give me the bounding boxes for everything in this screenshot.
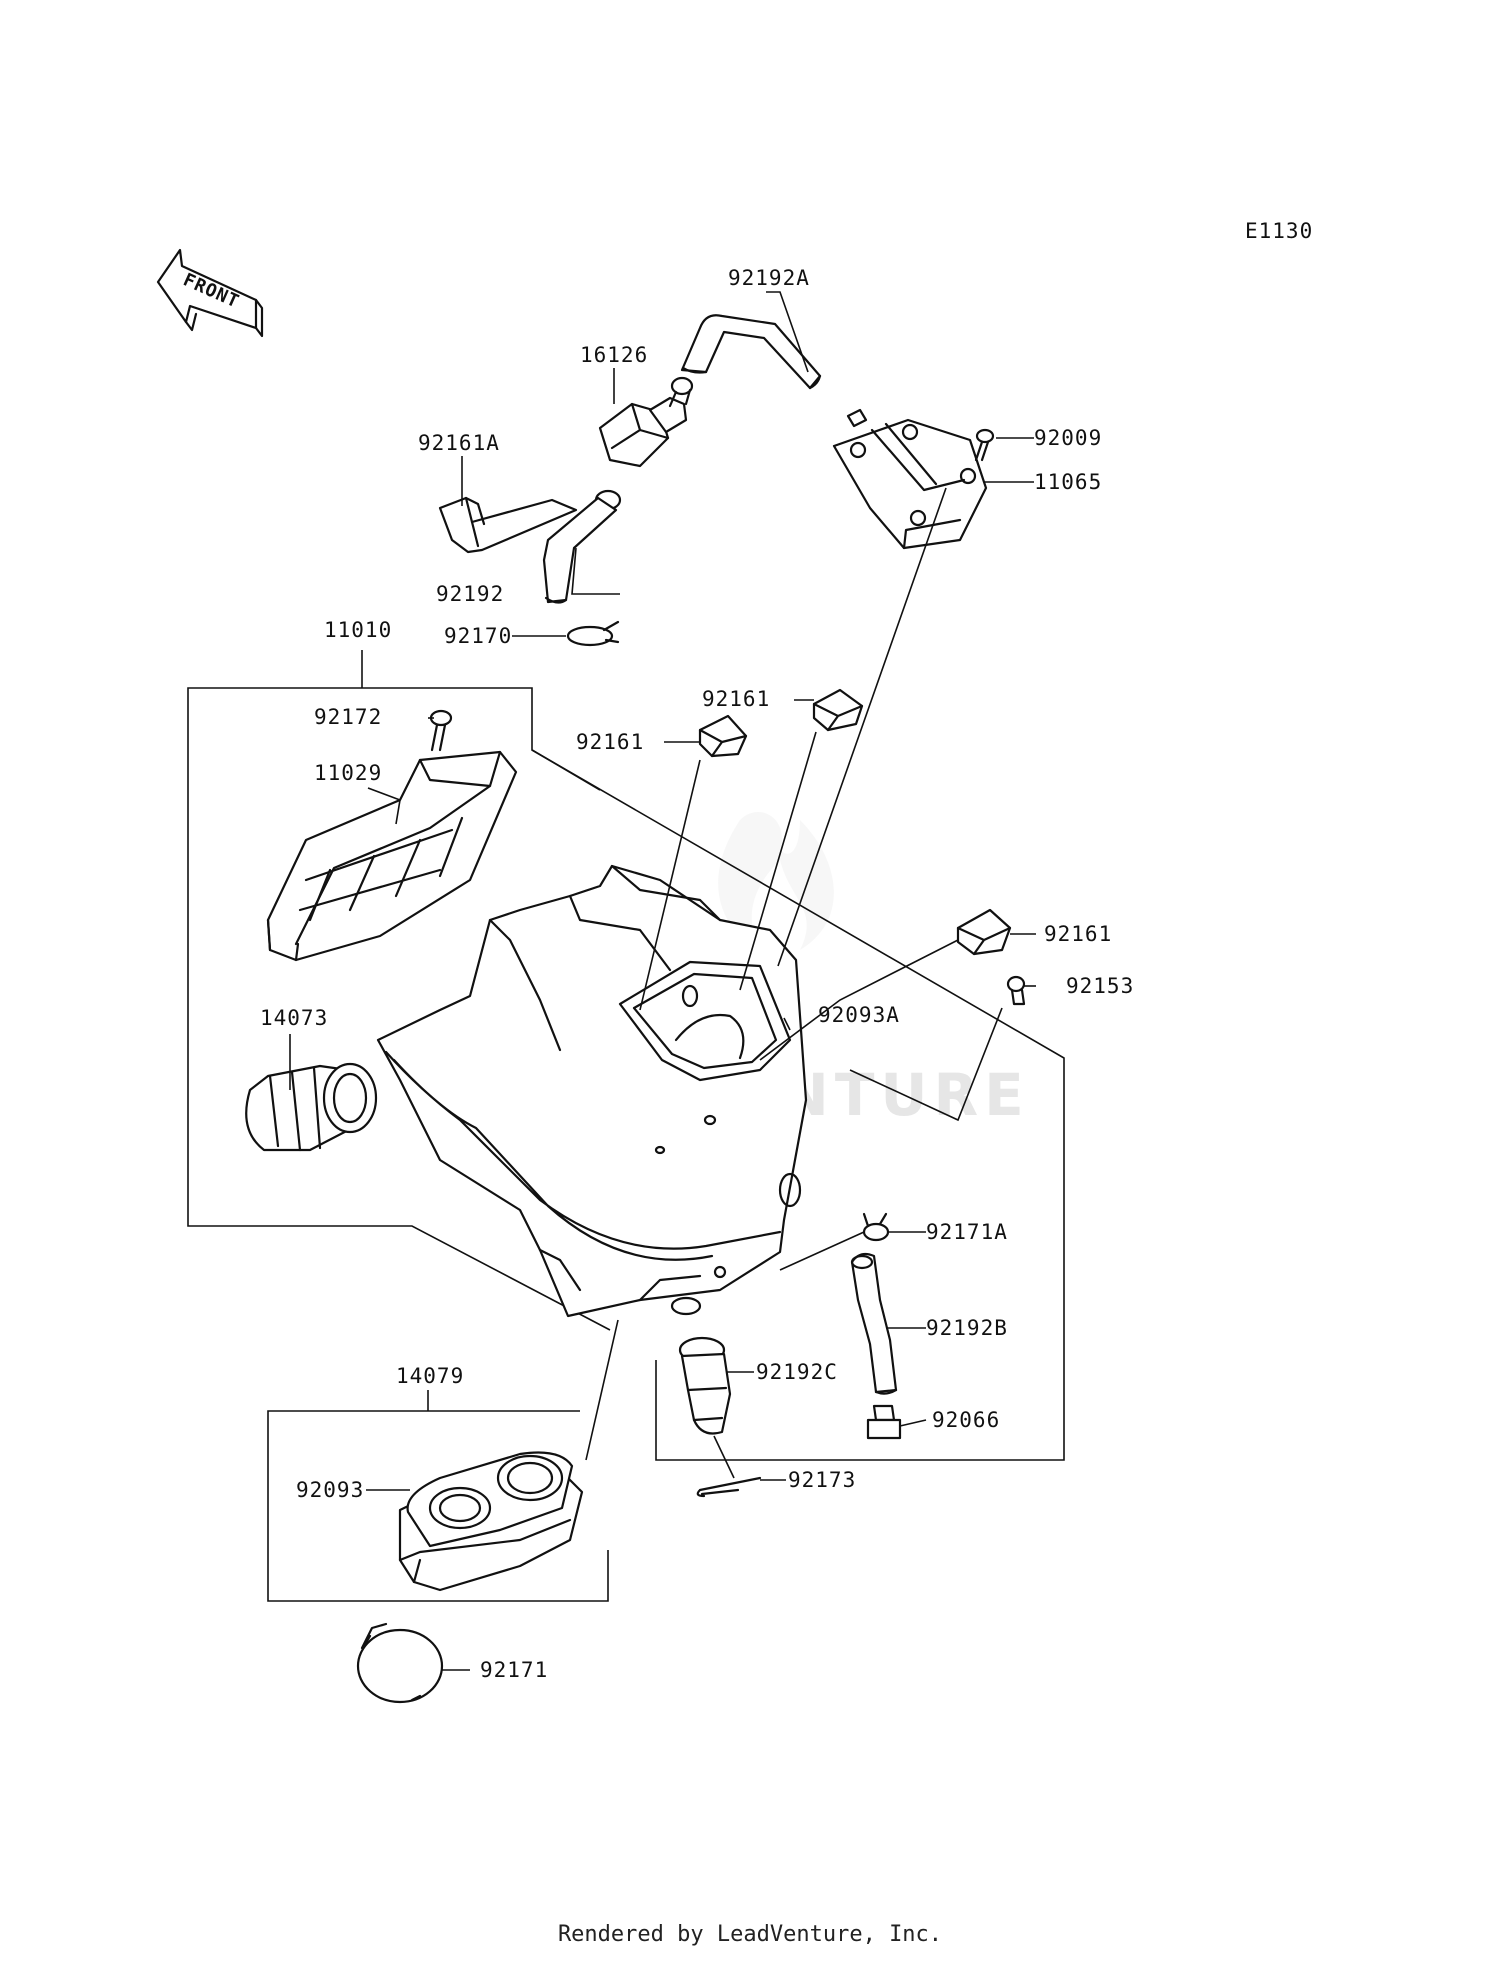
plug-92153: [1006, 975, 1026, 1006]
label-92153: 92153: [1066, 974, 1134, 998]
label-92192a: 92192A: [728, 266, 810, 290]
label-14073: 14073: [260, 1006, 328, 1030]
label-92172: 92172: [314, 705, 382, 729]
label-92066: 92066: [932, 1408, 1000, 1432]
label-92093: 92093: [296, 1478, 364, 1502]
cover-14079: [398, 1451, 584, 1592]
front-arrow-icon: FRONT: [156, 248, 264, 338]
label-92161a: 92161A: [418, 431, 500, 455]
label-92192c: 92192C: [756, 1360, 838, 1384]
band-92171: [356, 1622, 444, 1704]
label-92093a: 92093A: [818, 1003, 900, 1027]
group-outline-inner: [531, 749, 601, 791]
label-11010: 11010: [324, 618, 392, 642]
clip-92173: [696, 1476, 762, 1498]
label-92170: 92170: [444, 624, 512, 648]
air-box-housing: [376, 864, 808, 1318]
cap-92161-right: [956, 908, 1012, 956]
clip-92170: [566, 620, 620, 647]
watermark-flame-icon: [718, 811, 834, 950]
cover-11065: [832, 408, 988, 550]
label-14079: 14079: [396, 1364, 464, 1388]
label-92161-mid: 92161: [576, 730, 644, 754]
label-16126: 16126: [580, 343, 648, 367]
footer-credit: Rendered by LeadVenture, Inc.: [557, 1922, 943, 1947]
drain-92192c: [678, 1336, 732, 1435]
air-filter-11029: [266, 750, 518, 962]
group-outline-14079: [267, 1410, 609, 1602]
label-11065: 11065: [1034, 470, 1102, 494]
hose-92192a: [680, 314, 822, 390]
hose-92192: [542, 496, 618, 604]
hose-92192b: [850, 1252, 898, 1395]
screw-92172: [429, 709, 453, 752]
label-92171: 92171: [480, 1658, 548, 1682]
label-92161-top: 92161: [702, 687, 770, 711]
fitting-92066: [866, 1404, 902, 1440]
label-92171a: 92171A: [926, 1220, 1008, 1244]
part-labels: 92192A 16126 92161A 92009 11065 92192 92…: [260, 266, 1134, 1682]
label-92192: 92192: [436, 582, 504, 606]
label-92009: 92009: [1034, 426, 1102, 450]
cap-92161-top: [812, 688, 864, 732]
intake-duct-14073: [245, 1062, 378, 1152]
valve-16126: [594, 376, 694, 511]
label-11029: 11029: [314, 761, 382, 785]
bracket-92161a: [438, 496, 578, 554]
cap-92161-mid: [698, 714, 748, 758]
label-92161-right: 92161: [1044, 922, 1112, 946]
diagram-code: E1130: [1245, 219, 1313, 243]
label-92192b: 92192B: [926, 1316, 1008, 1340]
group-outline-11010: [187, 687, 1065, 1461]
label-92173: 92173: [788, 1468, 856, 1492]
screw-92009: [974, 428, 995, 462]
clamp-92171a: [862, 1212, 890, 1242]
leader-lines: [289, 291, 1036, 1671]
